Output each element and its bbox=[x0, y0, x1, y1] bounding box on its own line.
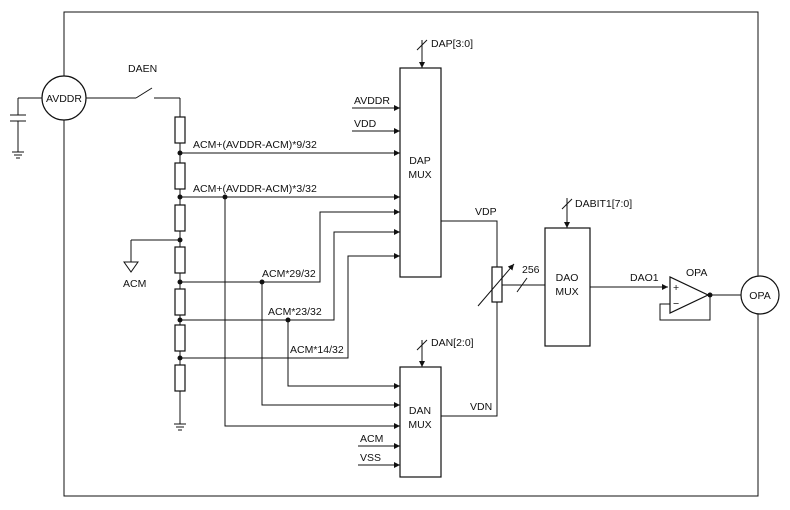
dan-mux-label-1: DAN bbox=[409, 405, 431, 417]
dan-mux-label-2: MUX bbox=[408, 419, 431, 431]
pot-bits-label: 256 bbox=[522, 264, 540, 276]
output-stage: DAO1 + − OPA OPA bbox=[590, 267, 780, 321]
daen-label: DAEN bbox=[128, 63, 157, 75]
acm-reference: ACM bbox=[123, 237, 183, 290]
dap-input-avddr: AVDDR bbox=[354, 95, 390, 107]
avddr-pin-label: AVDDR bbox=[46, 93, 82, 105]
dan-input-acm: ACM bbox=[360, 433, 383, 445]
vdp-label: VDP bbox=[475, 206, 497, 218]
dan-mux: DAN MUX DAN[2:0] ACM VSS bbox=[358, 337, 474, 478]
tap-label-14-32: ACM*14/32 bbox=[290, 344, 344, 356]
dap-mux-label-1: DAP bbox=[409, 155, 431, 167]
dap-bus-label: DAP[3:0] bbox=[431, 38, 473, 50]
dao1-label: DAO1 bbox=[630, 272, 659, 284]
opa-minus-sign: − bbox=[673, 298, 679, 310]
resistor-ladder bbox=[174, 116, 186, 431]
tap-label-3-32: ACM+(AVDDR-ACM)*3/32 bbox=[193, 183, 317, 195]
avddr-pin: AVDDR bbox=[10, 75, 87, 159]
chip-boundary bbox=[63, 11, 759, 497]
dabit-bus-label: DABIT1[7:0] bbox=[575, 198, 632, 210]
dao-mux-label-2: MUX bbox=[555, 286, 578, 298]
daen-switch: DAEN bbox=[86, 63, 181, 117]
dap-mux: DAP MUX DAP[3:0] AVDDR VDD bbox=[352, 38, 473, 278]
tap-label-9-32: ACM+(AVDDR-ACM)*9/32 bbox=[193, 139, 317, 151]
tap-wires bbox=[180, 150, 400, 429]
dan-input-vss: VSS bbox=[360, 452, 381, 464]
dao-mux: DAO MUX DABIT1[7:0] bbox=[544, 198, 632, 347]
opa-amp-label: OPA bbox=[686, 267, 707, 279]
tap-label-23-32: ACM*23/32 bbox=[268, 306, 322, 318]
vdp-vdn-network: VDP VDN 256 bbox=[441, 206, 545, 417]
dan-bus-label: DAN[2:0] bbox=[431, 337, 474, 349]
dao-mux-label-1: DAO bbox=[556, 272, 579, 284]
opa-plus-sign: + bbox=[673, 282, 679, 294]
vdn-label: VDN bbox=[470, 401, 492, 413]
tap-label-29-32: ACM*29/32 bbox=[262, 268, 316, 280]
acm-ground-label: ACM bbox=[123, 278, 146, 290]
dap-mux-label-2: MUX bbox=[408, 169, 431, 181]
opa-pin-label: OPA bbox=[749, 290, 770, 302]
dap-input-vdd: VDD bbox=[354, 118, 377, 130]
